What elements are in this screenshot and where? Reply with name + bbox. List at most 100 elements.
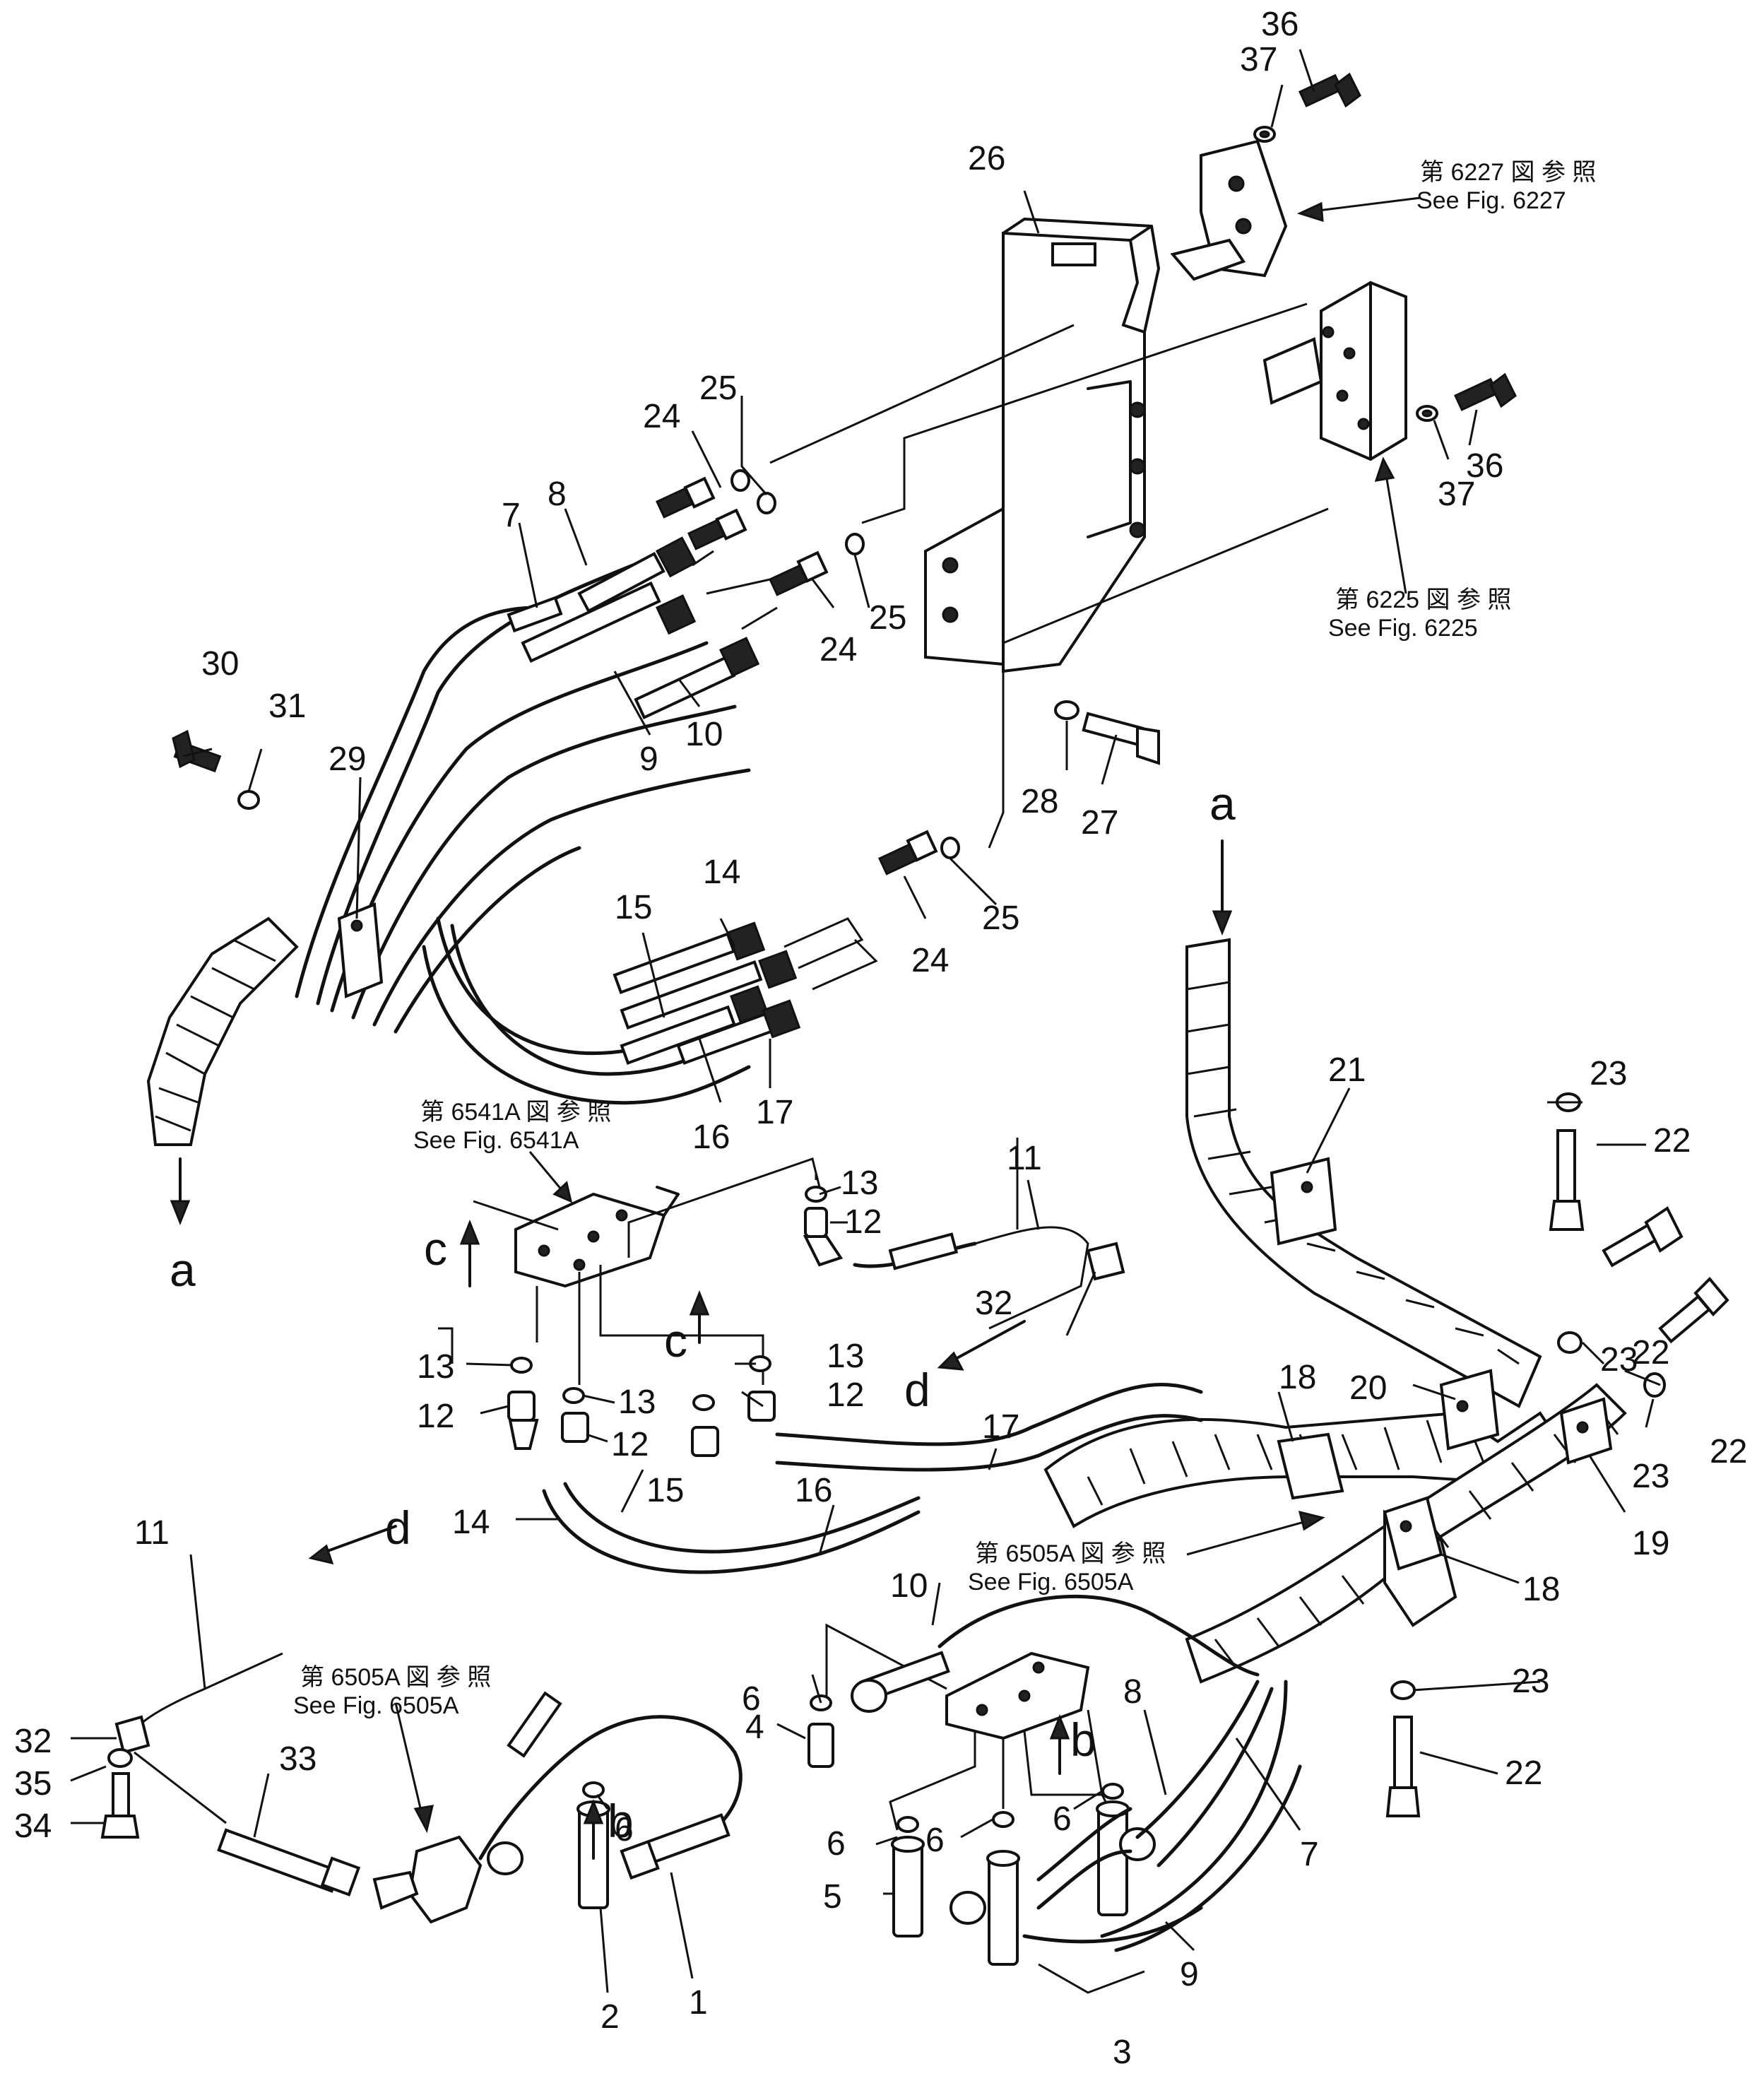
oring-6-c <box>897 1816 919 1833</box>
fitting-24-upper-a <box>656 476 716 519</box>
callout-17: 17 <box>982 1408 1019 1446</box>
fitting-12-c <box>561 1412 589 1443</box>
callout-32: 32 <box>14 1723 52 1760</box>
hose-16-end <box>620 985 769 1065</box>
washer-23-b <box>1557 1331 1583 1354</box>
callout-22: 22 <box>1653 1122 1691 1160</box>
ref-arrow-6505a-left <box>394 1702 434 1834</box>
callout-11: 11 <box>1007 1140 1042 1177</box>
callout-15: 15 <box>646 1472 684 1509</box>
callout-20: 20 <box>1349 1369 1387 1407</box>
bolt-36-right <box>1454 372 1517 411</box>
mark-a-bottom: a <box>170 1244 196 1296</box>
clamp-29 <box>337 902 384 998</box>
spiral-guard-left <box>146 916 299 1146</box>
callout-23: 23 <box>1600 1341 1638 1379</box>
callout-37: 37 <box>1438 476 1475 513</box>
callout-22: 22 <box>1505 1754 1542 1792</box>
callout-13: 13 <box>827 1338 864 1375</box>
callout-26: 26 <box>968 140 1005 177</box>
callout-15: 15 <box>615 889 652 926</box>
ref-6225-en: See Fig. 6225 <box>1328 615 1478 642</box>
bolt-34 <box>100 1772 140 1839</box>
mark-c-mid: c <box>664 1314 687 1367</box>
callout-33: 33 <box>279 1740 317 1778</box>
callout-9: 9 <box>639 741 658 778</box>
mark-a-top: a <box>1209 777 1236 830</box>
hose-7-end <box>507 596 563 633</box>
hose-group-upper <box>295 556 751 1034</box>
callout-14: 14 <box>452 1504 490 1541</box>
ref-6505a-right-en: See Fig. 6505A <box>968 1569 1134 1595</box>
valve-block-6227 <box>1170 139 1288 281</box>
connection-mark-labels: a a c c d d b b <box>170 777 1236 1847</box>
clamp-18-upper <box>1277 1432 1344 1500</box>
callout-8: 8 <box>548 476 567 513</box>
spiral-guard-right <box>1185 938 1542 1408</box>
valve-block-6505a-right <box>945 1651 1090 1740</box>
callout-34: 34 <box>14 1807 52 1845</box>
ref-6541a-jp: 第 6541A 図 参 照 <box>420 1099 611 1126</box>
ref-arrow-6225 <box>1374 456 1407 594</box>
washer-23-c <box>1643 1372 1666 1398</box>
callout-25: 25 <box>982 899 1019 937</box>
oring-6-d <box>992 1811 1014 1828</box>
callout-24: 24 <box>643 398 680 435</box>
fitting-12-a <box>803 1207 844 1267</box>
callout-7: 7 <box>1300 1836 1319 1873</box>
ref-6227-en: See Fig. 6227 <box>1416 187 1566 214</box>
bracket-26 <box>924 218 1160 673</box>
callout-2: 2 <box>601 1998 620 2036</box>
bolt-30 <box>172 729 222 773</box>
callout-18: 18 <box>1522 1571 1560 1608</box>
callout-28: 28 <box>1021 783 1058 820</box>
fitting-24-lower <box>878 830 938 875</box>
arrow-d-left <box>308 1525 397 1565</box>
oring-13-c <box>562 1387 585 1404</box>
callout-30: 30 <box>201 645 239 683</box>
callout-36: 36 <box>1466 447 1503 485</box>
callout-17: 17 <box>756 1094 793 1131</box>
hose-15-end <box>620 950 798 1030</box>
ref-6505a-left-en: See Fig. 6505A <box>293 1692 459 1719</box>
oring-13-b <box>510 1357 533 1374</box>
valve-6505a-left <box>372 1835 483 1924</box>
oring-25-lower <box>940 837 960 859</box>
ref-6225-jp: 第 6225 図 参 照 <box>1335 586 1511 613</box>
arrow-a-bottom <box>170 1157 191 1226</box>
arrow-b-left <box>583 1798 604 1860</box>
hose-nut-3 <box>950 1891 986 1925</box>
valve-block-6225 <box>1262 281 1407 461</box>
callout-5: 5 <box>823 1878 842 1916</box>
callout-25: 25 <box>699 370 737 407</box>
callout-13: 13 <box>618 1384 656 1421</box>
mark-d-left: d <box>385 1502 411 1554</box>
callout-31: 31 <box>268 688 306 725</box>
hose-11-upper <box>853 1226 1089 1330</box>
callout-3: 3 <box>1113 2034 1132 2071</box>
fitting-24-upper-b <box>687 508 747 550</box>
hose-10-lower-end <box>851 1651 950 1713</box>
callout-36: 36 <box>1261 6 1298 43</box>
callout-12: 12 <box>417 1398 454 1435</box>
hose-14-end <box>613 921 766 994</box>
callout-7: 7 <box>502 497 521 534</box>
hose-nut-left <box>487 1841 523 1875</box>
hose-fitting-left <box>507 1691 562 1758</box>
callout-6: 6 <box>827 1825 846 1863</box>
callout-1: 1 <box>689 1984 708 2022</box>
mark-c-left: c <box>424 1222 447 1275</box>
callout-12: 12 <box>827 1376 864 1414</box>
clamp-21 <box>1270 1157 1337 1246</box>
mark-d-top: d <box>904 1364 930 1416</box>
ref-arrow-6541a <box>528 1151 573 1203</box>
bolt-22-c <box>1658 1277 1729 1344</box>
ref-arrow-6227 <box>1296 196 1421 223</box>
hose-group-lower <box>542 1383 1203 1574</box>
callout-8: 8 <box>1123 1673 1142 1711</box>
hose-33 <box>217 1828 361 1897</box>
callout-22: 22 <box>1632 1334 1669 1372</box>
callout-29: 29 <box>329 741 366 778</box>
mark-b-right: b <box>1070 1713 1096 1766</box>
